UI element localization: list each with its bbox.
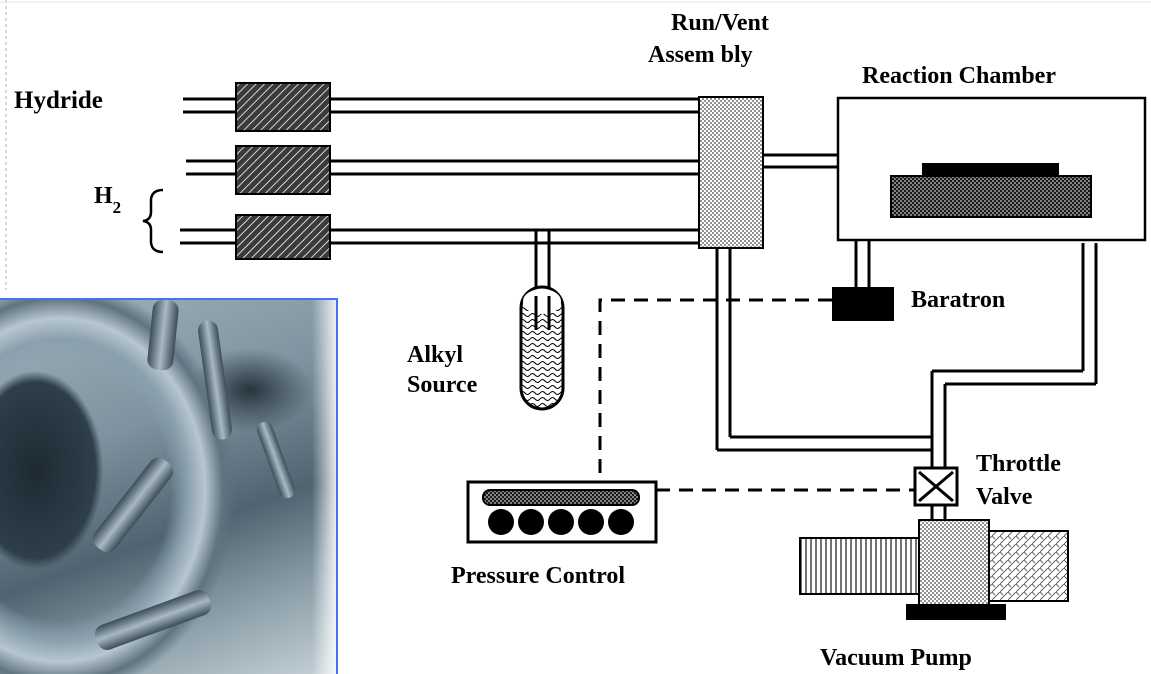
mfc-h2-lower bbox=[235, 214, 331, 260]
label-throttle-2: Valve bbox=[976, 484, 1033, 510]
label-h2: H2 bbox=[94, 183, 121, 217]
control-lines bbox=[598, 298, 915, 492]
mfc-hydride bbox=[235, 82, 331, 132]
vacuum-pump bbox=[799, 519, 1069, 620]
susceptor bbox=[890, 175, 1092, 218]
label-h2-subscript: 2 bbox=[113, 198, 122, 217]
label-run-vent-1: Run/Vent bbox=[671, 10, 769, 36]
photo-edge-highlight bbox=[312, 300, 336, 674]
alkyl-source-bubbler bbox=[519, 285, 565, 411]
h2-brace bbox=[142, 188, 164, 254]
equipment-photo bbox=[0, 298, 338, 674]
mfc-h2-upper bbox=[235, 145, 331, 195]
label-hydride: Hydride bbox=[14, 87, 103, 114]
throttle-valve bbox=[913, 466, 959, 507]
label-pressure-control: Pressure Control bbox=[451, 563, 625, 589]
label-run-vent-2: Assem bly bbox=[648, 42, 753, 68]
baratron-gauge bbox=[832, 287, 894, 321]
label-alkyl-1: Alkyl bbox=[407, 342, 463, 368]
substrate bbox=[922, 163, 1059, 177]
label-baratron: Baratron bbox=[911, 287, 1005, 313]
pressure-controller bbox=[466, 480, 658, 544]
label-alkyl-2: Source bbox=[407, 372, 478, 398]
label-throttle-1: Throttle bbox=[976, 451, 1061, 477]
run-vent-assembly bbox=[698, 96, 764, 249]
label-vacuum-pump: Vacuum Pump bbox=[820, 645, 972, 671]
label-reaction-chamber: Reaction Chamber bbox=[862, 63, 1056, 89]
